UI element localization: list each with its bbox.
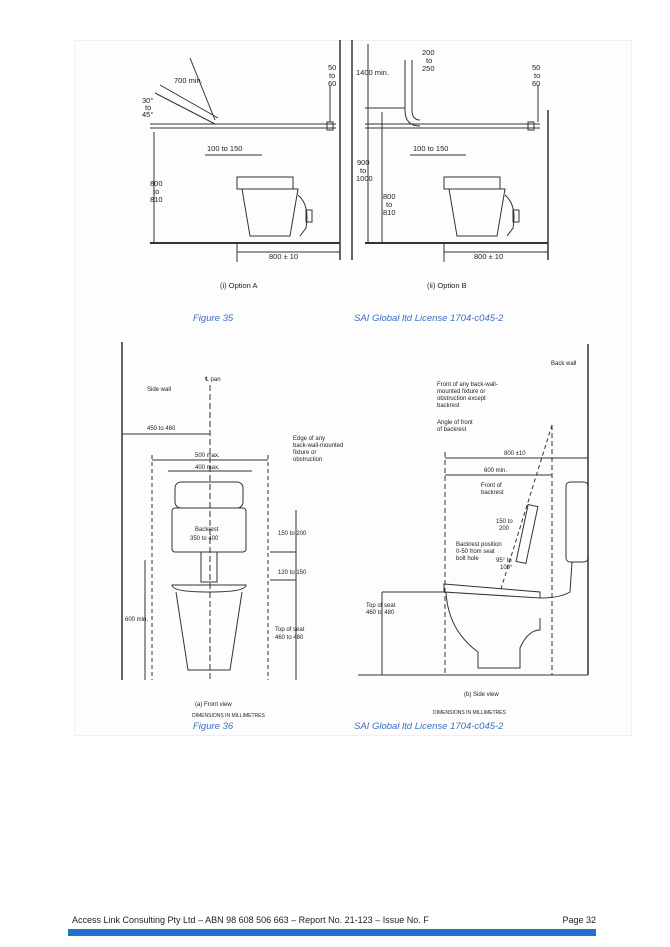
- a-dim-800-1: 800: [150, 179, 163, 188]
- footer-text: Access Link Consulting Pty Ltd – ABN 98 …: [72, 915, 429, 925]
- side-dim-150-1: 150 to: [496, 519, 513, 525]
- side-angle-2: of backrest: [437, 427, 467, 433]
- a-dim-50-2: to: [329, 71, 335, 80]
- side-view-diagram: [358, 344, 589, 676]
- side-backrest-pos-1: Backrest position: [456, 542, 502, 548]
- a-dim-800-3: 810: [150, 195, 163, 204]
- front-edge-1: Edge of any: [293, 436, 325, 442]
- figures-panel: [74, 40, 632, 736]
- front-backrest-dim: 350 to 400: [190, 536, 219, 542]
- a-dim-50-1: 50: [328, 63, 336, 72]
- front-caption: (a) Front view: [195, 702, 232, 708]
- front-dim-500: 500 max.: [195, 453, 220, 459]
- side-dim-800: 800 ±10: [504, 451, 526, 457]
- side-front-backrest-1: Front of: [481, 483, 502, 489]
- a-dim-50-3: 60: [328, 79, 336, 88]
- b-dim-800-1: 800: [383, 192, 396, 201]
- page-number: Page 32: [562, 915, 596, 925]
- footer-bar: [68, 929, 596, 936]
- a-angle-3: 45°: [142, 110, 153, 119]
- a-dim-700: 700 min.: [174, 76, 203, 85]
- option-b-diagram: [351, 40, 549, 262]
- front-view-diagram: [121, 342, 297, 680]
- a-dim-width: 800 ± 10: [269, 252, 298, 261]
- side-front-backrest-2: backrest: [481, 490, 504, 496]
- front-edge-4: obstruction: [293, 457, 322, 463]
- b-dim-900-1: 900: [357, 158, 370, 167]
- front-top-seat-2: 460 to 480: [275, 635, 304, 641]
- front-backrest: Backrest: [195, 527, 219, 533]
- front-dim-400: 400 max.: [195, 465, 220, 471]
- side-caption: (b) Side view: [464, 692, 499, 698]
- front-top-seat-1: Top of seat: [275, 627, 305, 633]
- a-dim-100: 100 to 150: [207, 144, 242, 153]
- side-front-1: Front of any back-wall-: [437, 382, 498, 388]
- side-angle-95-1: 95° to: [496, 558, 512, 564]
- side-angle-1: Angle of front: [437, 420, 473, 426]
- b-dim-200-2: to: [426, 56, 432, 65]
- b-dim-1400: 1400 min.: [356, 68, 389, 77]
- b-dim-50-2: to: [534, 71, 540, 80]
- figure-35-caption: Figure 35: [193, 313, 234, 324]
- figure-36-caption: Figure 36: [193, 721, 234, 732]
- front-dim-450: 450 to 460: [147, 426, 176, 432]
- side-back-wall: Back wall: [551, 361, 576, 367]
- side-dim-600: 600 min.: [484, 468, 507, 474]
- side-dim-150-2: 200: [499, 526, 510, 532]
- side-backrest-pos-3: bolt hole: [456, 556, 479, 562]
- front-units: DIMENSIONS IN MILLIMETRES: [192, 713, 265, 719]
- b-dim-900-3: 1000: [356, 174, 373, 183]
- a-caption: (i) Option A: [220, 281, 258, 290]
- b-dim-50-3: 60: [532, 79, 540, 88]
- figure-35-license: SAI Global ltd License 1704-c045-2: [354, 313, 504, 324]
- side-top-seat-1: Top of seat: [366, 603, 396, 609]
- side-top-seat-2: 460 to 480: [366, 610, 395, 616]
- b-dim-50-1: 50: [532, 63, 540, 72]
- page-footer: Access Link Consulting Pty Ltd – ABN 98 …: [72, 915, 596, 925]
- a-angle-2: to: [145, 103, 151, 112]
- figure-35-drawing: 700 min. 30° to 45° 50 to 60 100 to 150 …: [142, 40, 549, 290]
- b-caption: (ii) Option B: [427, 281, 467, 290]
- b-dim-100: 100 to 150: [413, 144, 448, 153]
- front-edge-3: fixture or: [293, 450, 316, 456]
- side-front-4: backrest: [437, 403, 460, 409]
- front-dim-150: 150 to 200: [278, 531, 307, 537]
- figure-36-license: SAI Global ltd License 1704-c045-2: [354, 721, 504, 732]
- figure-36-drawing: Side wall ℄ pan 450 to 460 500 max. 400 …: [121, 342, 589, 719]
- a-angle-1: 30°: [142, 96, 153, 105]
- b-dim-800-3: 810: [383, 208, 396, 217]
- front-edge-2: back-wall-mounted: [293, 443, 343, 449]
- b-dim-800-2: to: [386, 200, 392, 209]
- b-dim-200-3: 250: [422, 64, 435, 73]
- b-dim-900-2: to: [360, 166, 366, 175]
- side-units: DIMENSIONS IN MILLIMETRES: [433, 710, 506, 716]
- front-dim-120: 120 to 150: [278, 570, 307, 576]
- front-cl-pan: ℄ pan: [204, 377, 221, 383]
- front-side-wall: Side wall: [147, 387, 171, 393]
- a-dim-800-2: to: [153, 187, 159, 196]
- b-dim-width: 800 ± 10: [474, 252, 503, 261]
- option-a-diagram: [150, 40, 341, 262]
- front-dim-600: 600 min.: [125, 617, 148, 623]
- side-front-2: mounted fixture or: [437, 389, 485, 395]
- b-dim-200-1: 200: [422, 48, 435, 57]
- side-backrest-pos-2: 0-50 from seat: [456, 549, 495, 555]
- side-front-3: obstruction except: [437, 396, 486, 402]
- side-angle-95-2: 100°: [500, 565, 513, 571]
